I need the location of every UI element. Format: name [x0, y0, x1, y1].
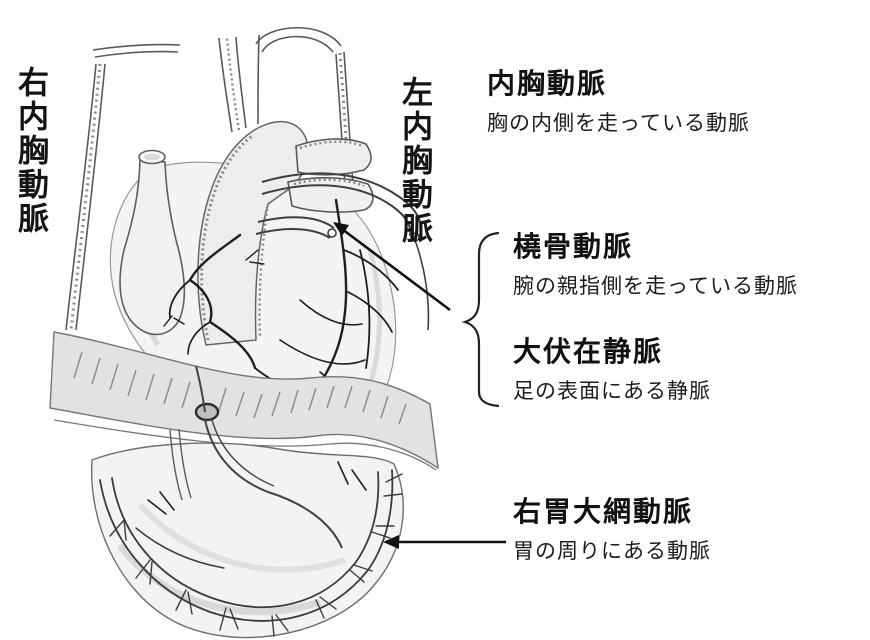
diaphragm-opening — [194, 402, 220, 422]
callout-description: 足の表面にある静脈 — [513, 380, 711, 404]
stomach — [90, 442, 404, 639]
callout-description: 腕の親指側を走っている動脈 — [513, 275, 798, 299]
aortic-arch-branches — [218, 34, 260, 133]
pulmonary-artery-stub — [287, 138, 374, 213]
callout-description: 胸の内側を走っている動脈 — [487, 112, 750, 136]
chest-wall-left — [65, 43, 181, 331]
callout-title: 橈骨動脈 — [513, 231, 634, 262]
callout-radial-artery: 橈骨動脈 腕の親指側を走っている動脈 — [513, 231, 798, 300]
bypass-grafts — [255, 172, 430, 331]
gastroepiploic-artery — [99, 461, 403, 637]
diaphragm — [49, 331, 439, 471]
superior-vena-cava — [119, 149, 186, 336]
callout-description: 胃の周りにある動脈 — [513, 540, 711, 564]
callout-great-saphenous-vein: 大伏在静脈 足の表面にある静脈 — [513, 336, 711, 405]
callout-internal-thoracic-artery: 内胸動脈 胸の内側を走っている動脈 — [487, 68, 750, 137]
callout-title: 大伏在静脈 — [513, 336, 664, 367]
callout-title: 右胃大網動脈 — [513, 496, 694, 527]
label-left-internal-thoracic-artery: 左内胸動脈 — [397, 76, 432, 246]
gastroepiploic-graft — [169, 365, 343, 549]
arrow-to-stomach — [383, 535, 506, 549]
callout-right-gastroepiploic-artery: 右胃大網動脈 胃の周りにある動脈 — [513, 496, 711, 565]
label-right-internal-thoracic-artery: 右内胸動脈 — [13, 66, 48, 236]
arrow-to-heart — [333, 222, 451, 312]
curly-brace — [461, 231, 500, 408]
callout-title: 内胸動脈 — [487, 68, 608, 99]
